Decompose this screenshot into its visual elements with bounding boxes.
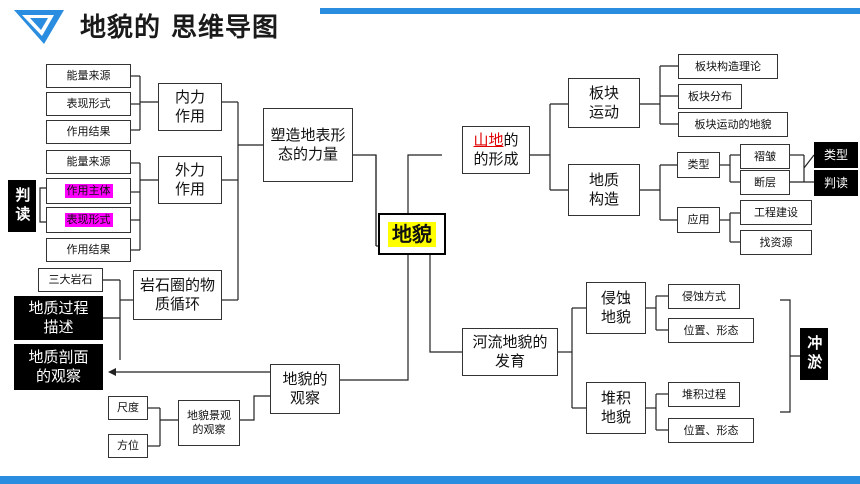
- geo-tag-type: 类型: [814, 142, 858, 168]
- external-force-node: 外力作用: [158, 156, 222, 204]
- external-item-2: 表现形式: [46, 207, 131, 233]
- center-node: 地貌: [378, 213, 446, 255]
- geo-type-node: 类型: [677, 152, 720, 178]
- plate-item-2: 板块运动的地貌: [678, 112, 788, 137]
- page-title: 地貌的 思维导图: [80, 13, 280, 43]
- deposit-landform-node: 堆积地貌: [586, 382, 646, 434]
- rock-cycle-node: 岩石圈的物质循环: [133, 270, 222, 320]
- erosion-landform-node: 侵蚀地貌: [586, 282, 646, 334]
- footer-stripe: [0, 476, 860, 484]
- logo-icon: [14, 10, 64, 44]
- erosion-item-0: 侵蚀方式: [668, 284, 740, 309]
- plate-item-0: 板块构造理论: [678, 54, 778, 79]
- plate-motion-node: 板块运动: [568, 78, 640, 128]
- internal-item-2: 作用结果: [46, 120, 131, 144]
- rock-item-1: 地质过程描述: [14, 296, 103, 340]
- geo-structure-node: 地质构造: [568, 164, 640, 216]
- header: 地貌的 思维导图: [0, 0, 860, 50]
- deposit-item-0: 堆积过程: [668, 382, 740, 407]
- plate-item-1: 板块分布: [678, 84, 742, 109]
- scene-observation-node: 地貌景观的观察: [178, 400, 240, 446]
- mountain-formation-node: 山地的 的形成: [462, 126, 530, 174]
- geo-use-item-0: 工程建设: [740, 200, 812, 225]
- observation-node: 地貌的观察: [270, 364, 340, 414]
- observe-item-0: 尺度: [108, 396, 148, 420]
- deposit-item-1: 位置、形态: [668, 418, 754, 443]
- read-tag: 判读: [8, 180, 36, 232]
- external-item-3: 作用结果: [46, 238, 131, 262]
- geo-tag-read: 判读: [814, 170, 858, 196]
- erosion-item-1: 位置、形态: [668, 318, 754, 343]
- rock-item-0: 三大岩石: [38, 268, 103, 292]
- river-landform-node: 河流地貌的发育: [462, 328, 558, 376]
- internal-item-0: 能量来源: [46, 64, 131, 88]
- shaping-forces-node: 塑造地表形态的力量: [263, 108, 353, 182]
- geo-type-item-1: 断层: [740, 170, 790, 195]
- geo-use-item-1: 找资源: [740, 230, 812, 255]
- flush-silt-tag: 冲淤: [800, 328, 828, 380]
- internal-item-1: 表现形式: [46, 92, 131, 116]
- rock-item-2: 地质剖面的观察: [14, 344, 103, 390]
- external-item-0: 能量来源: [46, 150, 131, 174]
- geo-use-node: 应用: [677, 207, 720, 233]
- header-stripe: [320, 8, 860, 14]
- observe-item-1: 方位: [108, 434, 148, 458]
- external-item-1: 作用主体: [46, 178, 131, 204]
- geo-type-item-0: 褶皱: [740, 144, 790, 169]
- internal-force-node: 内力作用: [158, 83, 222, 131]
